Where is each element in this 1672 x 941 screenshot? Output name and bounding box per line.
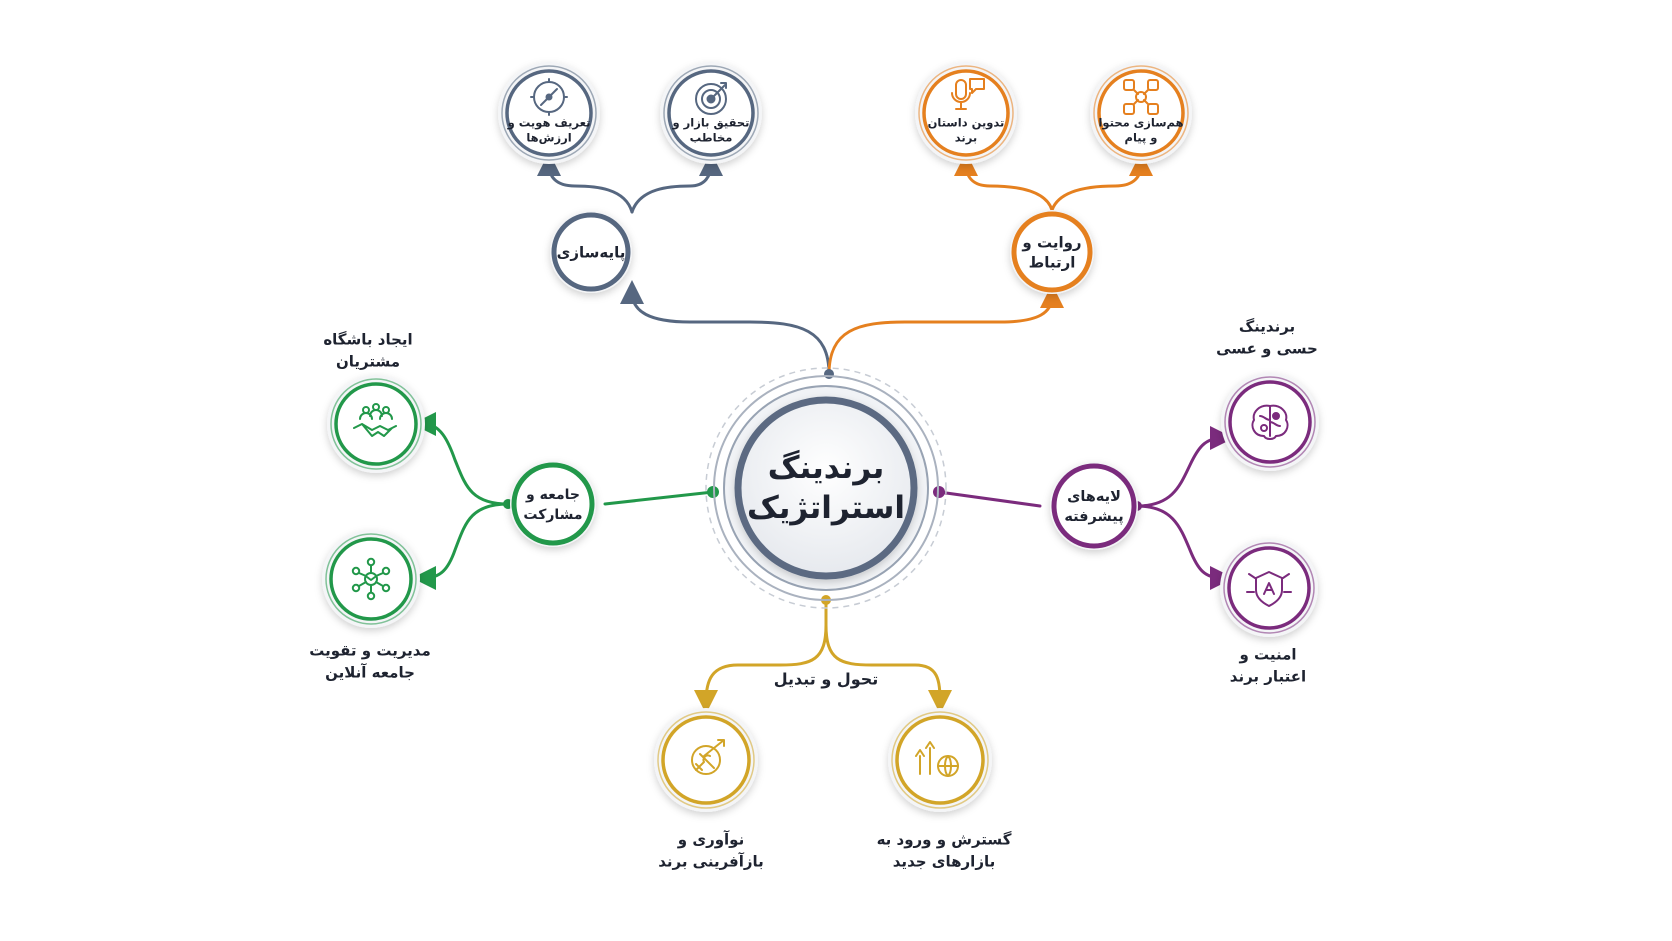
connector-narrative-story	[954, 152, 1054, 212]
community-icon	[351, 557, 391, 601]
node-advanced-1	[1221, 373, 1319, 471]
connector-transformation-growth	[824, 623, 952, 714]
center-node: برندینگ استراتژیک	[705, 367, 947, 609]
target-icon	[695, 82, 727, 115]
hub-advanced: لایه‌های پیشرفته	[1050, 462, 1138, 550]
connectors	[412, 152, 1234, 714]
node-advanced-1-label-line-1: برندینگ	[1239, 317, 1295, 335]
connector-foundation-identity	[537, 152, 634, 214]
hub-foundation-label-line-1: پایه‌سازی	[557, 243, 626, 262]
hub-narrative-label-line-1: روایت و	[1021, 233, 1081, 251]
network-icon	[1123, 79, 1159, 115]
connector-center-advanced	[937, 490, 1042, 508]
innovation-icon	[691, 739, 725, 775]
node-transformation-1-label-line-1: نوآوری و	[677, 830, 744, 848]
connector-advanced-security	[1135, 504, 1234, 590]
connector-narrative-content	[1050, 152, 1153, 212]
hub-community: جامعه و مشارکت	[510, 461, 596, 547]
node-advanced-2	[1220, 539, 1318, 637]
node-advanced-2-label-line-1: امنیت و	[1238, 645, 1296, 663]
node-foundation-1-label-line-1: تعریف هویت و	[507, 116, 591, 131]
hub-advanced-label-line-1: لایه‌های	[1067, 489, 1121, 505]
node-transformation-2	[888, 708, 992, 812]
node-transformation-1	[654, 708, 758, 812]
growth-globe-icon	[915, 741, 959, 777]
node-narrative-1-label-line-1: تدوین داستان	[928, 116, 1005, 131]
node-transformation-2-label-line-2: بازارهای جدید	[893, 852, 995, 870]
connector-center-narrative	[827, 284, 1064, 376]
branch-transformation: تحول و تبدیل نوآوری و بازآفرینی برند گسترش …	[654, 670, 1012, 870]
node-narrative-1-label-line-2: برند	[955, 131, 977, 145]
hub-foundation: پایه‌سازی	[550, 211, 632, 293]
branch-advanced: لایه‌های پیشرفته برندینگ حسی و عسی امنیت و اع…	[1050, 317, 1319, 685]
handshake-icon	[353, 403, 397, 437]
node-foundation-2-label-line-1: تحقیق بازار و	[672, 116, 750, 131]
connector-center-community	[603, 490, 715, 506]
hub-advanced-label-line-2: پیشرفته	[1064, 509, 1123, 525]
center-title-line2: استراتژیک	[747, 490, 905, 526]
connector-center-foundation	[620, 280, 831, 376]
hub-community-label-line-1: جامعه و	[525, 487, 580, 503]
node-community-2-label-line-2: جامعه آنلاین	[325, 663, 415, 681]
node-community-1-label-line-1: ایجاد باشگاه	[323, 330, 412, 348]
node-narrative-2-label-line-1: هم‌سازی محتوا	[1098, 116, 1183, 131]
node-advanced-1-label-line-2: حسی و عسی	[1216, 339, 1318, 357]
compass-icon	[530, 78, 568, 116]
hub-community-label-line-2: مشارکت	[523, 507, 582, 523]
node-community-2	[322, 530, 420, 628]
connector-advanced-sensory	[1135, 426, 1234, 508]
connector-community-club	[412, 412, 510, 506]
center-title-line1: برندینگ	[768, 450, 885, 486]
hub-transformation-label-line-1: تحول و تبدیل	[774, 670, 879, 689]
node-narrative-2-label-line-2: و پیام	[1125, 131, 1158, 146]
shield-icon	[1246, 571, 1292, 607]
connector-foundation-research	[630, 152, 723, 214]
node-foundation-2-label-line-2: مخاطب	[690, 131, 733, 145]
hub-narrative-label-line-2: ارتباط	[1029, 253, 1076, 271]
node-community-1	[327, 375, 425, 473]
node-foundation-1-label-line-2: ارزش‌ها	[526, 131, 571, 145]
node-transformation-1-label-line-2: بازآفرینی برند	[658, 852, 764, 870]
connector-community-online	[412, 502, 510, 590]
node-community-2-label-line-1: مدیریت و تقویت	[309, 641, 431, 659]
hub-narrative: روایت و ارتباط	[1010, 210, 1094, 294]
node-advanced-2-label-line-2: اعتبار برند	[1230, 667, 1306, 685]
brain-icon	[1251, 404, 1289, 440]
node-transformation-2-label-line-1: گسترش و ورود به	[877, 830, 1012, 848]
branch-community: جامعه و مشارکت ایجاد باشگاه مشتریان مدیریت و…	[309, 330, 596, 681]
microphone-icon	[951, 78, 985, 110]
node-community-1-label-line-2: مشتریان	[336, 352, 400, 370]
connector-transformation-innovation	[694, 623, 828, 714]
